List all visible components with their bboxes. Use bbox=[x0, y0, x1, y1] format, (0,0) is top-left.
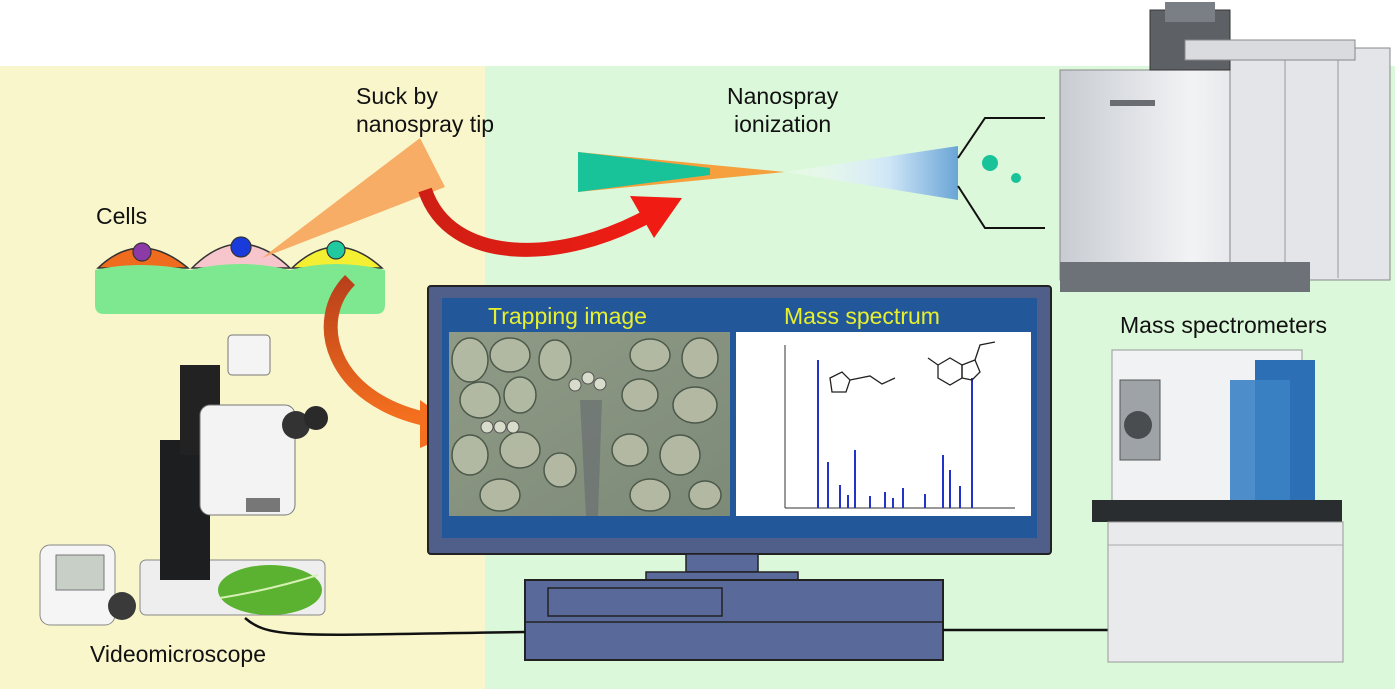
cell-nucleus-teal bbox=[326, 240, 346, 260]
cell-nucleus-purple bbox=[132, 242, 152, 262]
videomicroscope-label: Videomicroscope bbox=[90, 641, 267, 667]
transfer-arrow-head bbox=[630, 196, 682, 238]
suck-by-nanospray-tip-label: Suck by nanospray tip bbox=[356, 83, 495, 137]
nanospray-emitter bbox=[578, 117, 1045, 229]
mass-spectrometer-bottom bbox=[1092, 349, 1344, 663]
droplet-small bbox=[1011, 173, 1021, 183]
mass-spectrometers-label: Mass spectrometers bbox=[1120, 312, 1328, 338]
spray-plume bbox=[785, 146, 958, 200]
computer-monitor bbox=[427, 285, 1052, 581]
droplet-large bbox=[982, 155, 998, 171]
nanospray-ionization-label: Nanospray ionization bbox=[727, 83, 839, 137]
cell-nucleus-blue bbox=[230, 236, 252, 258]
cells-label: Cells bbox=[96, 203, 148, 229]
nanospray-tip-suction bbox=[262, 138, 445, 258]
transfer-arrow bbox=[418, 187, 654, 257]
microscope bbox=[39, 334, 328, 626]
computer-base bbox=[524, 579, 944, 661]
substrate bbox=[95, 264, 385, 314]
microscope-cable bbox=[244, 617, 526, 636]
mass-spectrometer-top bbox=[1059, 2, 1391, 292]
trapping-image-title: Trapping image bbox=[488, 303, 647, 329]
ms-inlet bbox=[957, 117, 1045, 229]
mass-spectrum-plot bbox=[736, 332, 1031, 516]
cells-illustration bbox=[95, 236, 385, 314]
imaging-arrow bbox=[323, 275, 432, 427]
leaf-sample bbox=[218, 565, 322, 615]
mass-spectrum-title: Mass spectrum bbox=[784, 303, 940, 329]
